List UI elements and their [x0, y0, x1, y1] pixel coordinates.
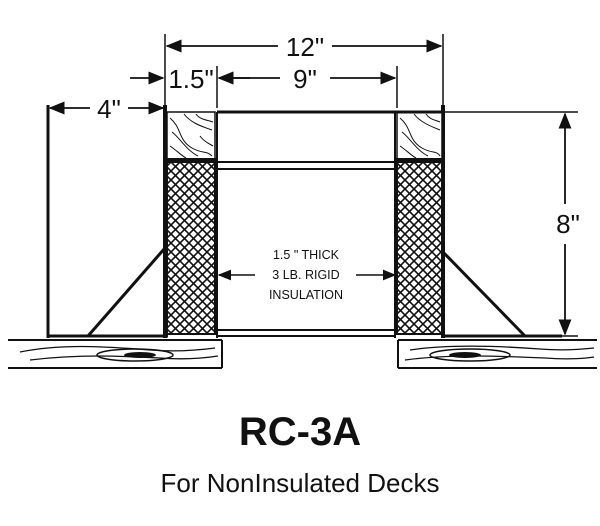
insulation-left	[166, 161, 216, 335]
cant-strip-left	[86, 247, 167, 337]
roof-deck	[8, 339, 597, 369]
dimension-nailer-width: 1.5"	[130, 64, 250, 94]
dimension-label-1-5: 1.5"	[168, 64, 213, 94]
curb-left	[46, 105, 218, 338]
extension-lines	[164, 34, 578, 337]
deck-board-right	[397, 339, 597, 369]
dimension-label-12: 12"	[286, 32, 324, 62]
dimension-label-4: 4"	[97, 94, 121, 124]
dimension-height: 8"	[556, 112, 580, 336]
insulation-note-line1: 1.5 " THICK	[273, 248, 340, 262]
curb-right	[394, 105, 562, 338]
cant-strip-right	[441, 250, 527, 338]
deck-board-left	[8, 339, 223, 369]
wood-nailer-left	[166, 111, 216, 161]
insulation-right	[396, 161, 443, 335]
dimension-overall-width: 12"	[165, 32, 443, 62]
insulation-note: 1.5 " THICK 3 LB. RIGID INSULATION	[217, 248, 397, 302]
dimension-inner-width: 9"	[217, 64, 397, 94]
dimension-label-9: 9"	[293, 64, 317, 94]
insulation-note-line3: INSULATION	[269, 288, 343, 302]
diagram-subtitle: For NonInsulated Decks	[161, 468, 440, 498]
wood-nailer-right	[396, 111, 443, 161]
curb-opening	[217, 110, 443, 337]
dimension-label-8: 8"	[556, 209, 580, 239]
insulation-note-line2: 3 LB. RIGID	[272, 268, 339, 282]
diagram-title: RC-3A	[239, 410, 361, 454]
dimension-flange-width: 4"	[48, 94, 165, 124]
